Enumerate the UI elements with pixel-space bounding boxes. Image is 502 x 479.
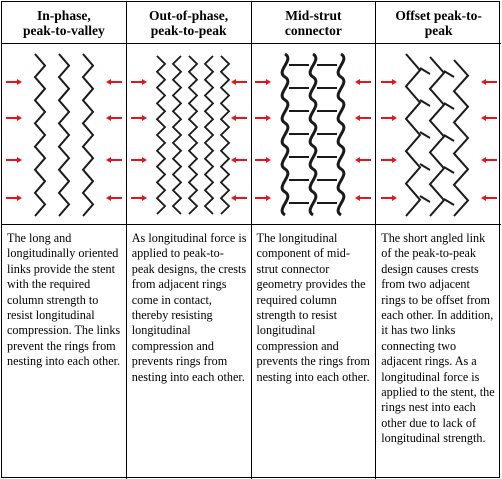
- offset-link: [443, 198, 455, 206]
- diagram-cell-offset: [376, 44, 501, 225]
- stent-ring: [219, 55, 230, 215]
- diagram-cell-in-phase: [2, 44, 127, 225]
- stent-ring: [337, 52, 346, 217]
- stent-diagram-mid-strut: [255, 52, 372, 217]
- stent-ring: [404, 53, 421, 217]
- arrow-right-icon: [16, 79, 22, 85]
- offset-link: [419, 99, 431, 107]
- header-out-of-phase: Out-of-phase, peak-to-peak: [126, 2, 252, 44]
- arrow-right-icon: [16, 157, 22, 163]
- offset-link: [419, 163, 431, 171]
- arrow-left-icon: [105, 195, 111, 201]
- arrow-right-icon: [16, 195, 22, 201]
- arrow-right-icon: [141, 195, 147, 201]
- description-out-of-phase: As longitudinal force is applied to peak…: [127, 225, 252, 479]
- diagram-cell-out-of-phase: [126, 44, 252, 225]
- stent-ring: [309, 52, 318, 217]
- arrow-right-icon: [141, 79, 147, 85]
- arrow-right-icon: [266, 157, 272, 163]
- arrow-left-icon: [230, 79, 236, 85]
- arrow-right-icon: [391, 195, 397, 201]
- arrow-left-icon: [105, 115, 111, 121]
- offset-link: [443, 166, 455, 174]
- offset-link: [443, 70, 455, 78]
- stent-ring: [452, 59, 469, 217]
- stent-diagram-offset: [380, 53, 497, 217]
- arrow-left-icon: [105, 79, 111, 85]
- stent-ring: [203, 55, 214, 215]
- arrow-left-icon: [480, 157, 486, 163]
- stent-diagram-in-phase: [5, 53, 122, 217]
- arrow-right-icon: [266, 79, 272, 85]
- stent-diagram-out-of-phase: [130, 55, 247, 215]
- arrow-right-icon: [391, 157, 397, 163]
- offset-link: [419, 67, 431, 75]
- description-mid-strut: The longitudinal component of mid-strut …: [252, 225, 377, 479]
- offset-link: [419, 195, 431, 203]
- arrow-right-icon: [16, 115, 22, 121]
- arrow-left-icon: [355, 195, 361, 201]
- diagram-cell-mid-strut: [251, 44, 377, 225]
- arrow-left-icon: [230, 157, 236, 163]
- stent-ring: [171, 55, 182, 215]
- stent-ring: [428, 56, 445, 217]
- description-in-phase: The long and longitudinally oriented lin…: [2, 225, 127, 479]
- stent-ring: [187, 55, 198, 215]
- arrow-left-icon: [230, 115, 236, 121]
- stent-ring: [81, 53, 95, 217]
- stent-ring: [33, 53, 47, 217]
- stent-ring: [57, 53, 71, 217]
- arrow-right-icon: [141, 157, 147, 163]
- offset-link: [443, 102, 455, 110]
- header-mid-strut: Mid-strut connector: [251, 2, 377, 44]
- offset-link: [419, 131, 431, 139]
- arrow-right-icon: [141, 115, 147, 121]
- header-offset: Offset peak-to- peak: [376, 2, 501, 44]
- offset-link: [443, 134, 455, 142]
- stent-ring: [155, 55, 166, 215]
- arrow-left-icon: [480, 115, 486, 121]
- arrow-left-icon: [355, 157, 361, 163]
- description-offset: The short angled link of the peak-to-pea…: [381, 231, 495, 446]
- arrow-left-icon: [230, 195, 236, 201]
- arrow-right-icon: [391, 115, 397, 121]
- arrow-right-icon: [391, 79, 397, 85]
- stent-ring: [281, 52, 290, 217]
- arrow-right-icon: [266, 115, 272, 121]
- arrow-left-icon: [355, 115, 361, 121]
- arrow-left-icon: [105, 157, 111, 163]
- arrow-left-icon: [480, 195, 486, 201]
- arrow-left-icon: [480, 79, 486, 85]
- arrow-left-icon: [355, 79, 361, 85]
- arrow-right-icon: [266, 195, 272, 201]
- header-in-phase: In-phase, peak-to-valley: [2, 2, 127, 44]
